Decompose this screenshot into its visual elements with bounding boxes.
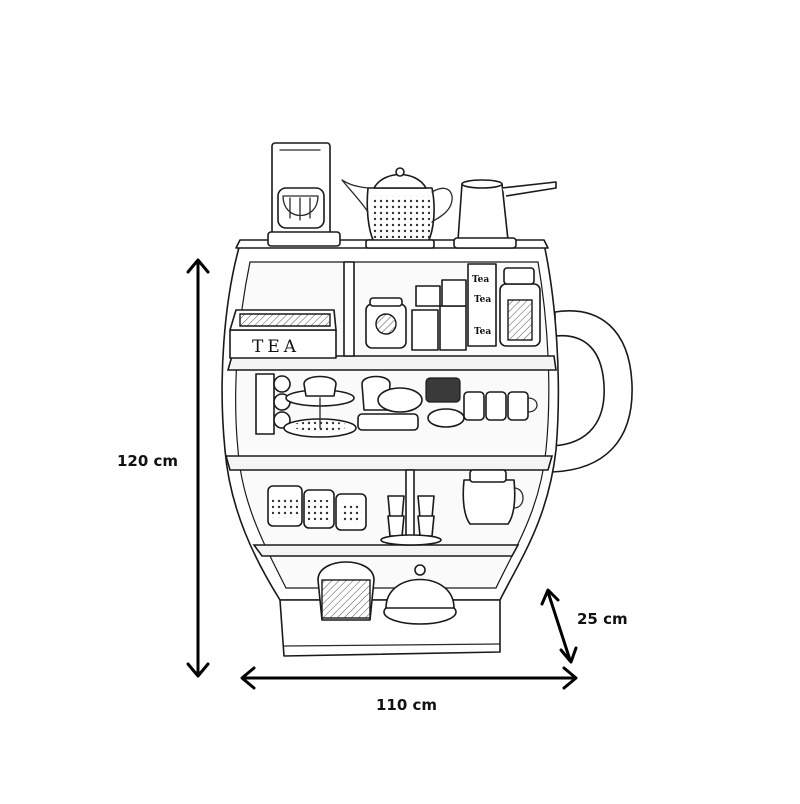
patterned-kettle — [341, 167, 453, 249]
cake-stand — [283, 375, 357, 438]
cabinet-handle — [551, 310, 633, 473]
basket — [317, 561, 375, 621]
tea-tin-label-1: Tea — [472, 275, 489, 285]
shelf-3 — [252, 544, 520, 557]
glass-jar — [499, 267, 541, 347]
covered-dish — [383, 564, 457, 625]
tea-box: TEA — [229, 309, 337, 359]
glass-tea-cups — [380, 495, 442, 546]
turkish-coffee-pot — [453, 179, 557, 249]
width-label: 110 cm — [376, 696, 438, 714]
teapot-glass — [462, 469, 524, 525]
shelf-2 — [224, 455, 554, 471]
tea-box-label: TEA — [252, 337, 300, 357]
tea-set — [357, 375, 465, 431]
width-dimension-arrow — [240, 666, 578, 690]
coffee-machine — [267, 142, 341, 247]
tea-tin-label-2: Tea — [474, 295, 491, 305]
divider-lower — [405, 469, 415, 546]
height-dimension-arrow — [186, 258, 210, 678]
patterned-jars — [267, 485, 367, 531]
depth-dimension-arrow — [540, 588, 578, 664]
height-label: 120 cm — [117, 452, 179, 470]
sugar-jar — [365, 297, 407, 349]
divider-top — [343, 261, 355, 357]
tea-tin-label-3: Tea — [474, 327, 491, 337]
shelf-1 — [226, 355, 557, 371]
depth-label: 25 cm — [577, 610, 628, 628]
tea-tins: Tea Tea Tea — [411, 263, 497, 351]
cups-row — [463, 391, 538, 421]
